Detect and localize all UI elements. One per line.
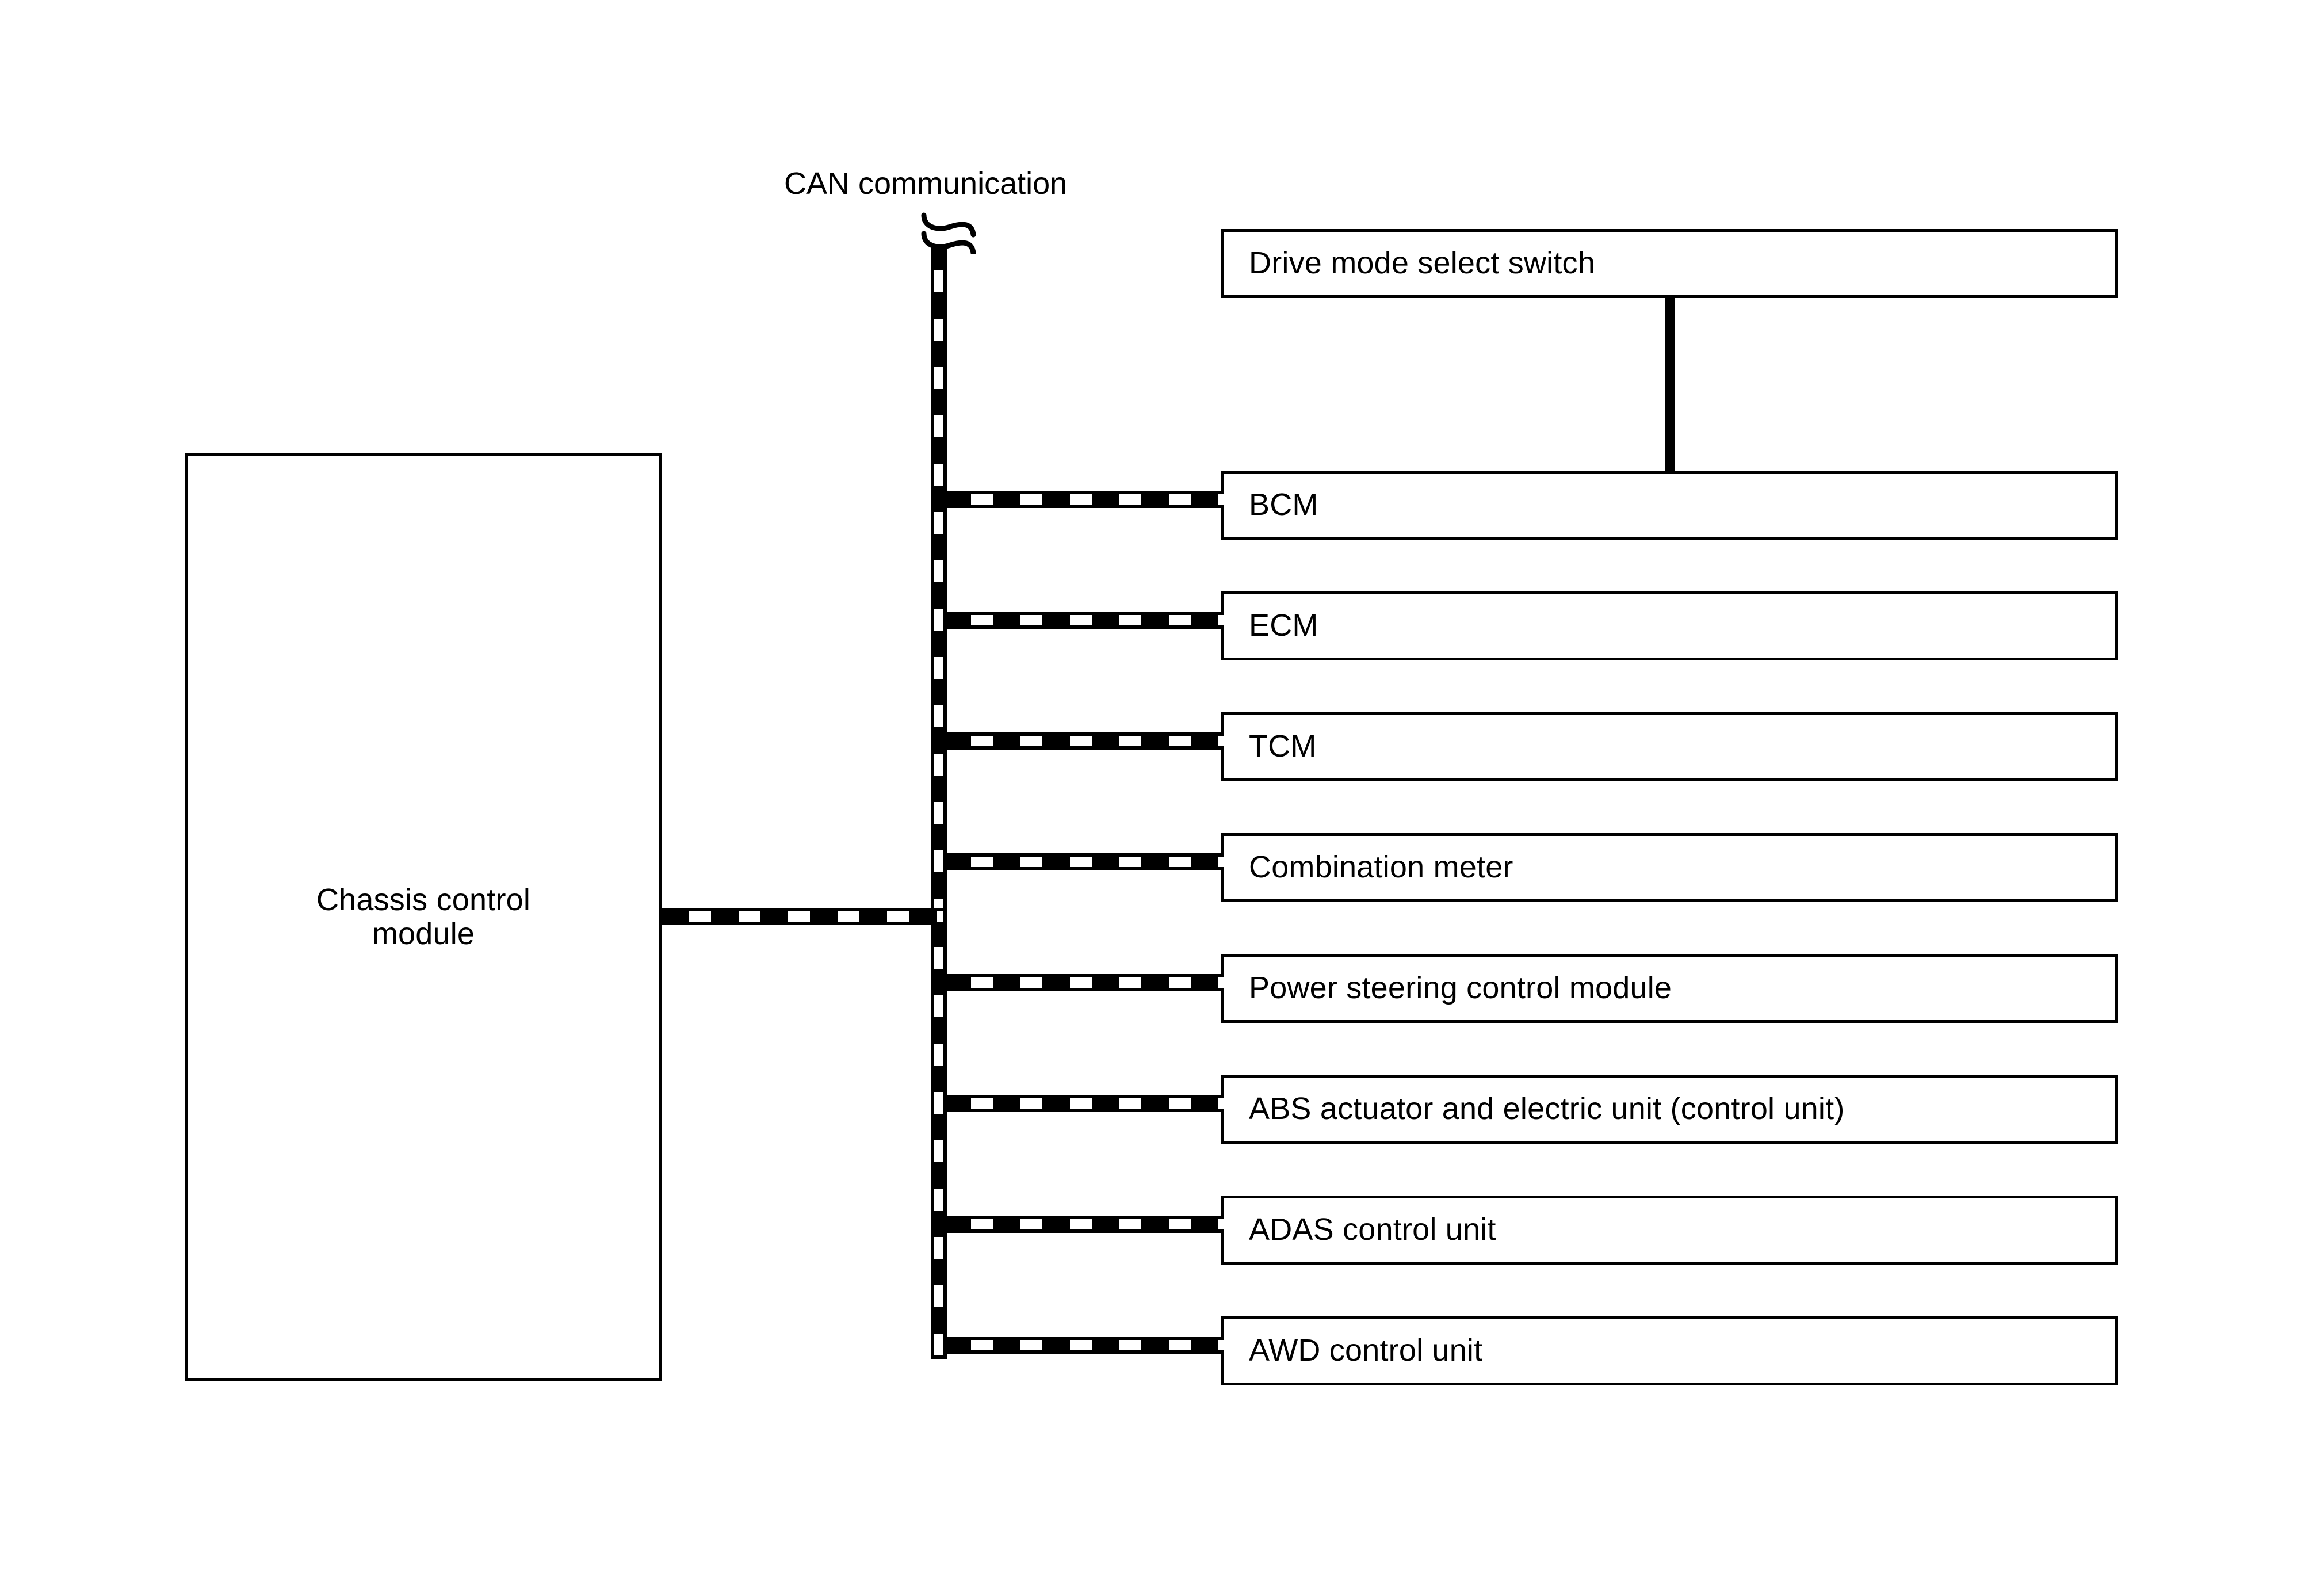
node-ecm[interactable]: ECM — [1221, 591, 2118, 660]
can-branch-power-steering-control-module — [943, 974, 1224, 991]
wire-drive-mode-switch-to-bcm — [1665, 295, 1675, 474]
can-bus-chassis-feed — [662, 908, 943, 925]
node-tcm[interactable]: TCM — [1221, 712, 2118, 781]
node-bcm[interactable]: BCM — [1221, 471, 2118, 540]
can-branch-abs-actuator-and-electric-unit — [943, 1095, 1224, 1112]
node-abs-actuator-and-electric-unit[interactable]: ABS actuator and electric unit (control … — [1221, 1075, 2118, 1144]
node-drive-mode-select-switch[interactable]: Drive mode select switch — [1221, 229, 2118, 298]
node-power-steering-control-module[interactable]: Power steering control module — [1221, 954, 2118, 1023]
can-branch-combination-meter — [943, 853, 1224, 870]
abs-actuator-and-electric-unit-label: ABS actuator and electric unit (control … — [1249, 1091, 1845, 1127]
can-branch-adas-control-unit — [943, 1216, 1224, 1233]
ecm-label: ECM — [1249, 608, 1318, 643]
wire-break-squiggle-icon — [921, 212, 976, 254]
node-combination-meter[interactable]: Combination meter — [1221, 833, 2118, 902]
adas-control-unit-label: ADAS control unit — [1249, 1212, 1496, 1247]
can-branch-bcm — [943, 491, 1224, 508]
node-awd-control-unit[interactable]: AWD control unit — [1221, 1316, 2118, 1385]
can-bus-trunk — [931, 244, 947, 1359]
can-branch-awd-control-unit — [943, 1337, 1224, 1354]
tcm-label: TCM — [1249, 729, 1317, 764]
can-branch-ecm — [943, 612, 1224, 629]
combination-meter-label: Combination meter — [1249, 850, 1513, 885]
drive-mode-select-switch-label: Drive mode select switch — [1249, 246, 1595, 281]
chassis-control-module-label: Chassis control module — [316, 882, 531, 951]
awd-control-unit-label: AWD control unit — [1249, 1333, 1483, 1368]
power-steering-control-module-label: Power steering control module — [1249, 971, 1672, 1006]
node-chassis-control-module[interactable]: Chassis control module — [185, 453, 662, 1381]
node-adas-control-unit[interactable]: ADAS control unit — [1221, 1196, 2118, 1265]
bcm-label: BCM — [1249, 487, 1318, 522]
can-branch-tcm — [943, 732, 1224, 750]
can-communication-caption: CAN communication — [784, 166, 1068, 201]
